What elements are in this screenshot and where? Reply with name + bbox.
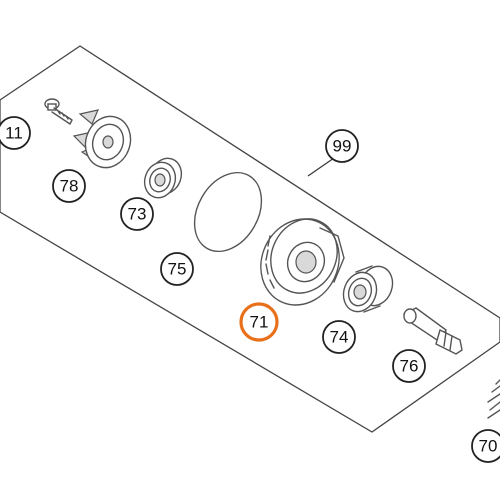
o-ring-part-75 bbox=[193, 171, 263, 253]
impeller-part-78 bbox=[72, 109, 132, 169]
callout-99-label: 99 bbox=[333, 137, 352, 156]
callout-73[interactable]: 73 bbox=[120, 197, 154, 231]
assembly-outline bbox=[0, 45, 500, 433]
callout-70[interactable]: 70 bbox=[471, 429, 500, 463]
callout-74[interactable]: 74 bbox=[322, 320, 356, 354]
bolt-part-11 bbox=[44, 98, 73, 125]
callout-11[interactable]: 11 bbox=[0, 116, 31, 150]
callout-71-label: 71 bbox=[250, 313, 269, 332]
callout-99[interactable]: 99 bbox=[325, 129, 359, 163]
callout-73-label: 73 bbox=[128, 205, 147, 224]
leader-99 bbox=[307, 157, 335, 177]
callout-75[interactable]: 75 bbox=[160, 252, 194, 286]
callout-11-label: 11 bbox=[5, 124, 23, 143]
callout-74-label: 74 bbox=[330, 328, 349, 347]
bearing-part-73 bbox=[143, 157, 183, 199]
callout-76[interactable]: 76 bbox=[392, 349, 426, 383]
bearing-part-74 bbox=[342, 265, 394, 313]
callout-75-label: 75 bbox=[168, 260, 187, 279]
spring-part-70 bbox=[487, 379, 500, 419]
callout-78-label: 78 bbox=[60, 177, 79, 196]
shaft-part-76 bbox=[402, 307, 463, 355]
callout-71[interactable]: 71 bbox=[239, 302, 279, 342]
pump-cover-part-71 bbox=[260, 218, 345, 306]
callout-78[interactable]: 78 bbox=[52, 169, 86, 203]
callout-70-label: 70 bbox=[479, 437, 498, 456]
callout-76-label: 76 bbox=[400, 357, 419, 376]
